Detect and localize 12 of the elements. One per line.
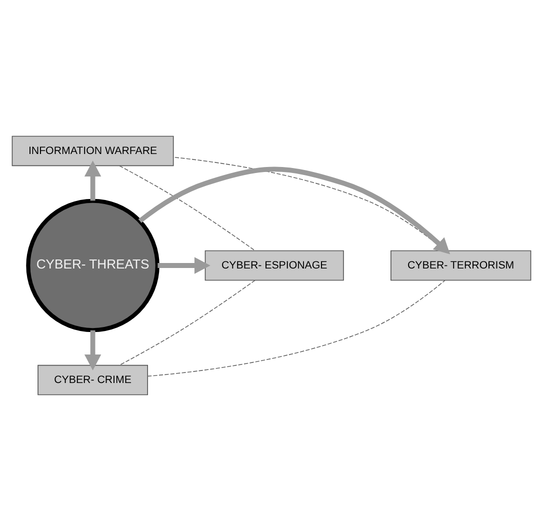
node-box: INFORMATION WARFARE (12, 136, 174, 166)
connector (119, 165, 256, 252)
arrow (84, 160, 102, 201)
node-box: CYBER- CRIME (38, 364, 148, 396)
node-circle: CYBER- THREATS (26, 198, 160, 332)
node-box: CYBER- ESPIONAGE (204, 250, 344, 281)
arrow (84, 330, 102, 370)
arrow (138, 166, 450, 254)
connector (119, 280, 256, 366)
node-box: CYBER- TERRORISM (390, 250, 532, 281)
connector (147, 280, 446, 377)
arrow (158, 257, 210, 274)
